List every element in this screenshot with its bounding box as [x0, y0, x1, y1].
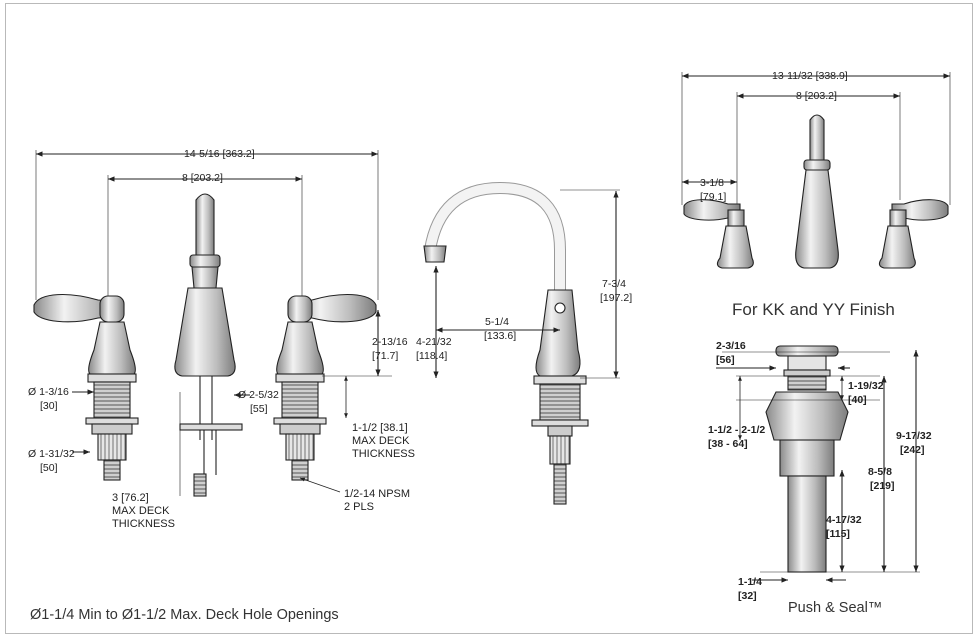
- push-seal-caption: Push & Seal™: [788, 600, 883, 616]
- overall-height-mm-label: [197.2]: [600, 292, 633, 304]
- drain-tail-diameter-mm-label: [32]: [738, 590, 757, 602]
- shank-diameter-upper-mm-label: [30]: [40, 400, 58, 412]
- drain-tail-height-label: 4-17/32: [826, 514, 862, 526]
- drain-overall-height-label: 9-17/32: [896, 430, 932, 442]
- max-deck-thickness-left-note: 3 [76.2] MAX DECK THICKNESS: [112, 492, 175, 530]
- front-view: [33, 150, 392, 497]
- spread-label: 8 [203.2]: [182, 172, 223, 184]
- drain-tail-diameter-label: 1-1/4: [738, 576, 762, 588]
- kk-spread-label: 8 [203.2]: [796, 90, 837, 102]
- drain-tail-height-mm-label: [115]: [826, 528, 850, 540]
- drain-deck-range-label: 1-1/2 - 2-1/2: [708, 424, 766, 436]
- handle-height-mm-label: [71.7]: [372, 350, 399, 362]
- drain-flange-height-label: 1-19/32: [848, 380, 884, 392]
- spout-reach-mm-label: [133.6]: [484, 330, 517, 342]
- shank-diameter-lower-label: Ø 1-31/32: [28, 448, 75, 460]
- right-handle: [273, 293, 377, 481]
- npsm-thread-note: 1/2-14 NPSM 2 PLS: [344, 488, 411, 513]
- shank-diameter-upper-label: Ø 1-3/16: [28, 386, 69, 398]
- spout-height-label: 4-21/32: [416, 336, 452, 348]
- center-spout: [174, 193, 243, 497]
- kk-yy-caption: For KK and YY Finish: [732, 300, 895, 319]
- drain-cap-diameter-label: 2-3/16: [716, 340, 746, 352]
- deck-hole-footnote: Ø1-1/4 Min to Ø1-1/2 Max. Deck Hole Open…: [30, 607, 339, 623]
- drain-cap-diameter-mm-label: [56]: [716, 354, 735, 366]
- overall-height-label: 7-3/4: [602, 278, 626, 290]
- kk-handle-offset-mm-label: [79.1]: [700, 191, 727, 203]
- max-deck-thickness-center-note: 1-1/2 [38.1] MAX DECK THICKNESS: [352, 422, 415, 460]
- kk-yy-view: [681, 72, 951, 269]
- spout-shank-diameter-mm-label: [55]: [250, 403, 268, 415]
- drain-deck-range-mm-label: [38 - 64]: [708, 438, 748, 450]
- spout-reach-label: 5-1/4: [485, 316, 509, 328]
- drain-view: [716, 345, 920, 583]
- kk-overall-width-label: 13-11/32 [338.9]: [772, 70, 848, 82]
- handle-height-label: 2-13/16: [372, 336, 408, 348]
- shank-diameter-lower-mm-label: [50]: [40, 462, 58, 474]
- overall-width-label: 14-5/16 [363.2]: [184, 148, 255, 160]
- spout-shank-diameter-label: Ø 2-5/32: [238, 389, 279, 401]
- left-handle: [33, 293, 139, 481]
- drain-overall-height-mm-label: [242]: [900, 444, 925, 456]
- side-view: [423, 181, 620, 505]
- drain-flange-height-mm-label: [40]: [848, 394, 867, 406]
- spout-height-mm-label: [118.4]: [416, 350, 448, 362]
- sheet-border: [5, 3, 973, 634]
- kk-handle-offset-label: 3-1/8: [700, 177, 724, 189]
- drain-body-height-mm-label: [219]: [870, 480, 895, 492]
- drain-body-height-label: 8-5/8: [868, 466, 892, 478]
